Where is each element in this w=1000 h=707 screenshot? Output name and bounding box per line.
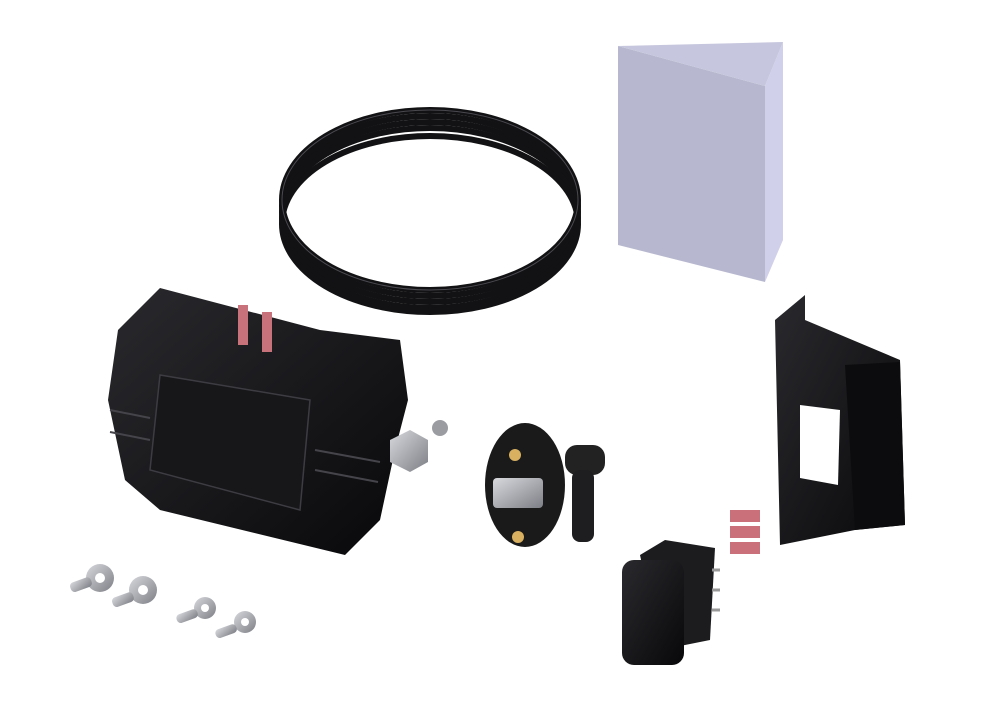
ring-terminal — [176, 597, 216, 623]
ring-terminals — [70, 564, 256, 638]
circuit-breaker — [485, 423, 605, 547]
ring-terminal — [215, 611, 256, 638]
instruction-leaflet — [618, 42, 783, 282]
ring-terminal — [112, 576, 157, 607]
mounting-bracket — [775, 295, 905, 545]
ring-terminal — [70, 564, 114, 592]
control-module — [108, 288, 448, 555]
rocker-switch — [622, 540, 720, 665]
terminal-connector — [730, 510, 760, 554]
cable-coil — [279, 107, 581, 315]
